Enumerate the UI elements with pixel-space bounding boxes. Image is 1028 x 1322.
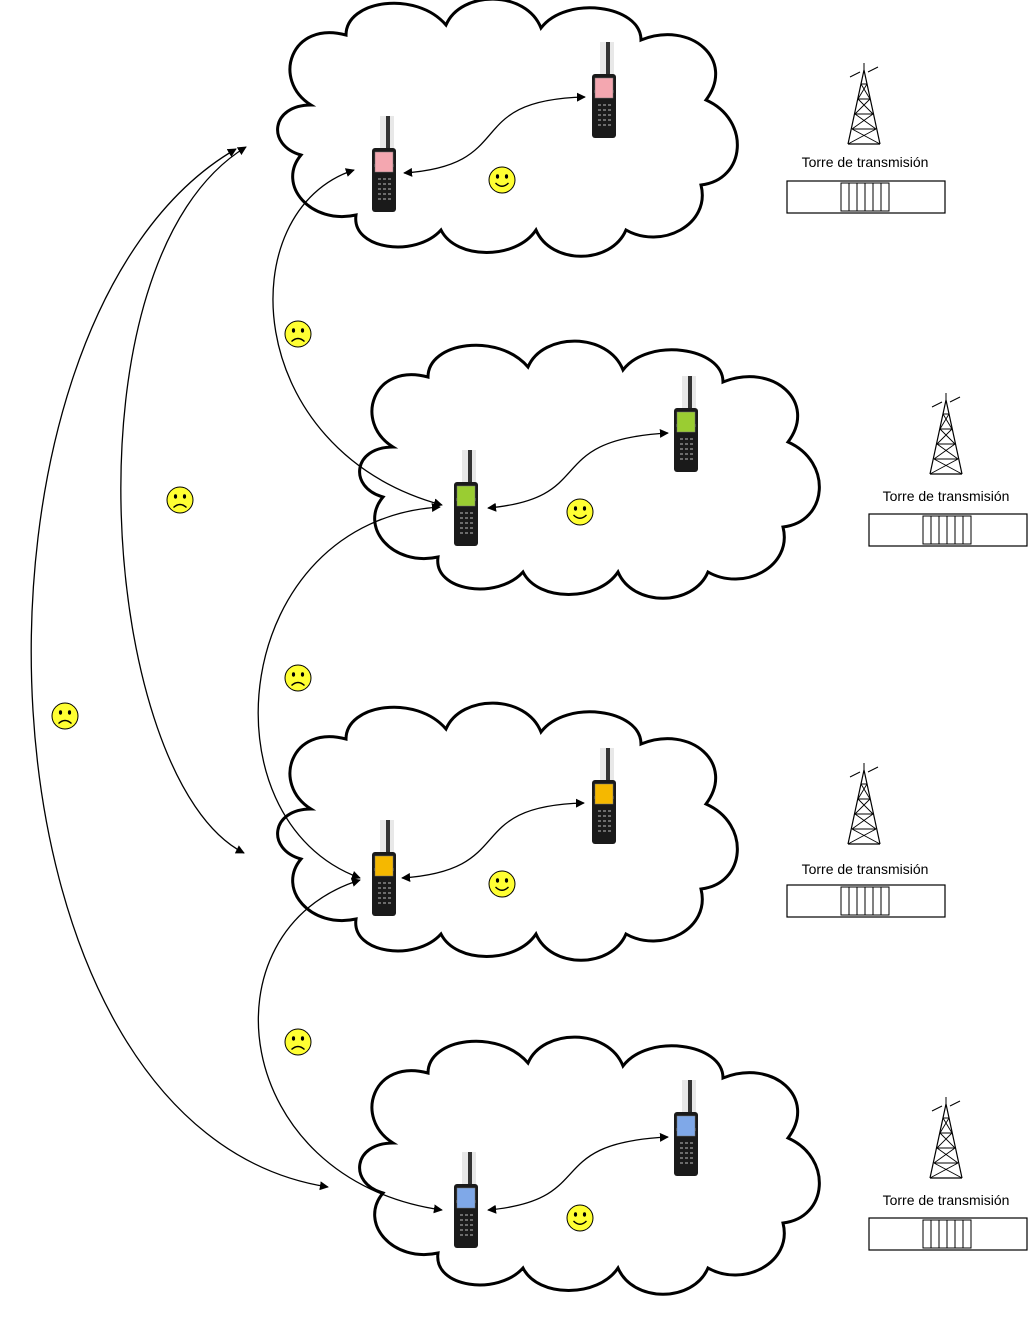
tower-label: Torre de transmisión (883, 488, 1010, 504)
phone-c4-b (674, 1080, 698, 1176)
sad-smiley-icon (51, 702, 79, 730)
tower-group-c2: Torre de transmisión (868, 392, 1028, 547)
link-intra-c3 (401, 798, 585, 882)
phone-c3-a (372, 820, 396, 916)
tower-label: Torre de transmisión (802, 861, 929, 877)
phone-c2-a (454, 450, 478, 546)
transmission-tower-icon (929, 1096, 963, 1179)
cloud-3 (276, 701, 739, 962)
tower-group-c4: Torre de transmisión (868, 1096, 1028, 1251)
phone-c2-b (674, 376, 698, 472)
phone-c1-b (592, 42, 616, 138)
base-station-box (786, 180, 946, 214)
phone-c1-a (372, 116, 396, 212)
happy-smiley-icon (488, 870, 516, 898)
link-c1-c3 (120, 146, 247, 854)
happy-smiley-icon (488, 166, 516, 194)
base-station-box (868, 1217, 1028, 1251)
cloud-4 (358, 1035, 821, 1296)
transmission-tower-icon (847, 762, 881, 845)
tower-label: Torre de transmisión (883, 1192, 1010, 1208)
sad-smiley-icon (166, 486, 194, 514)
link-intra-c2 (487, 428, 669, 512)
transmission-tower-icon (847, 62, 881, 145)
base-station-box (786, 884, 946, 918)
link-intra-c1 (403, 92, 586, 177)
link-c1-c4 (30, 148, 329, 1191)
sad-smiley-icon (284, 1028, 312, 1056)
happy-smiley-icon (566, 1204, 594, 1232)
base-station-box (868, 513, 1028, 547)
tower-group-c1: Torre de transmisión (786, 62, 946, 214)
phone-c3-b (592, 748, 616, 844)
happy-smiley-icon (566, 498, 594, 526)
cloud-1 (276, 0, 739, 258)
link-intra-c4 (487, 1132, 669, 1214)
phone-c4-a (454, 1152, 478, 1248)
sad-smiley-icon (284, 664, 312, 692)
tower-group-c3: Torre de transmisión (786, 762, 946, 918)
sad-smiley-icon (284, 320, 312, 348)
transmission-tower-icon (929, 392, 963, 475)
cloud-2 (358, 339, 821, 600)
tower-label: Torre de transmisión (802, 154, 929, 170)
